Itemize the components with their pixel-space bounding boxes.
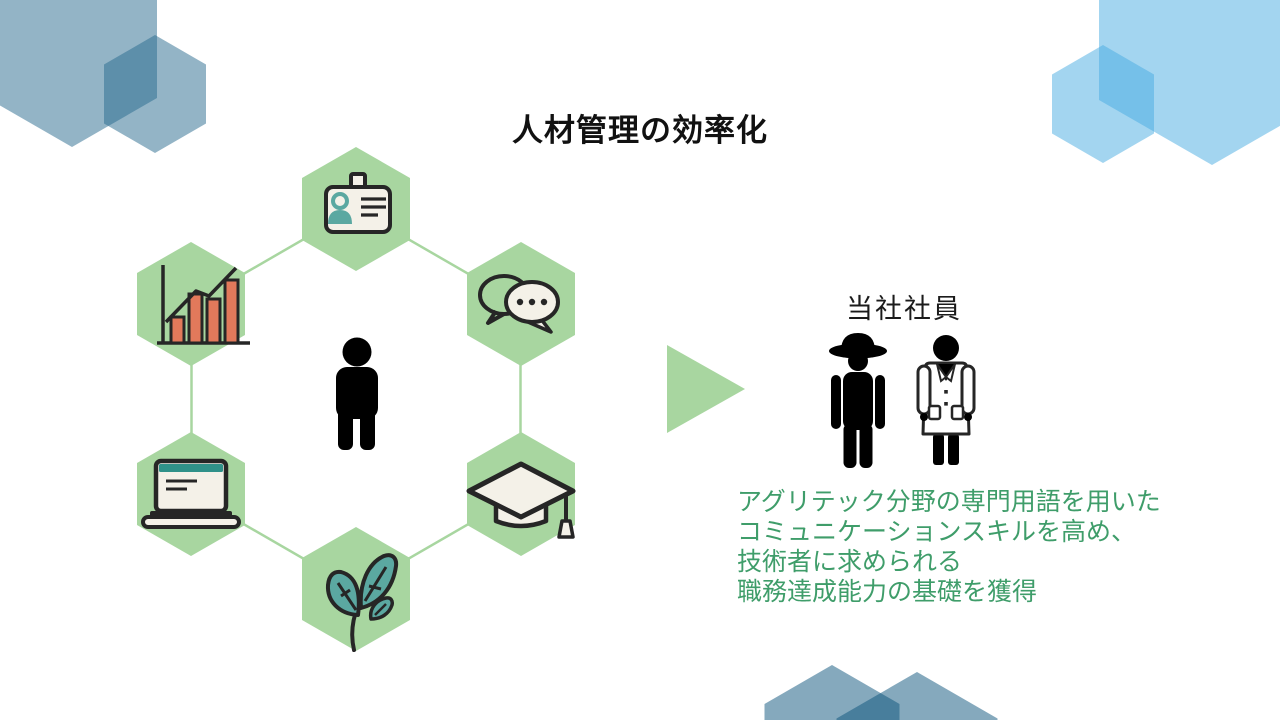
slide-title: 人材管理の効率化 [512,113,768,148]
decor-hexagon [1052,45,1154,163]
chat-bubbles-icon [478,274,560,334]
right-arrow-triangle [667,345,745,433]
id-badge-icon [324,172,392,234]
plant-leaves-icon [325,553,399,652]
decor-hexagon [104,35,206,153]
decor-hexagon [836,672,998,720]
corner-hexagons-bottom-right [764,665,998,720]
description-line: アグリテック分野の専門用語を用いた [737,488,1161,516]
description-line: 技術者に求められる [737,548,963,576]
corner-hexagons-top-left [0,0,206,153]
employees-heading: 当社社員 [846,294,962,324]
description-text: アグリテック分野の専門用語を用いた コミュニケーションスキルを高め、 技術者に求… [737,487,1167,607]
farmer-icon [829,333,887,468]
person-silhouette-icon [336,337,378,450]
bar-chart-icon [157,265,250,345]
laptop-icon [141,458,241,529]
description-line: 職務達成能力の基礎を獲得 [737,578,1038,606]
scientist-icon [916,335,976,465]
graduation-cap-icon [466,461,576,539]
description-line: コミュニケーションスキルを高め、 [737,518,1137,546]
corner-hexagons-top-right [1052,0,1280,165]
